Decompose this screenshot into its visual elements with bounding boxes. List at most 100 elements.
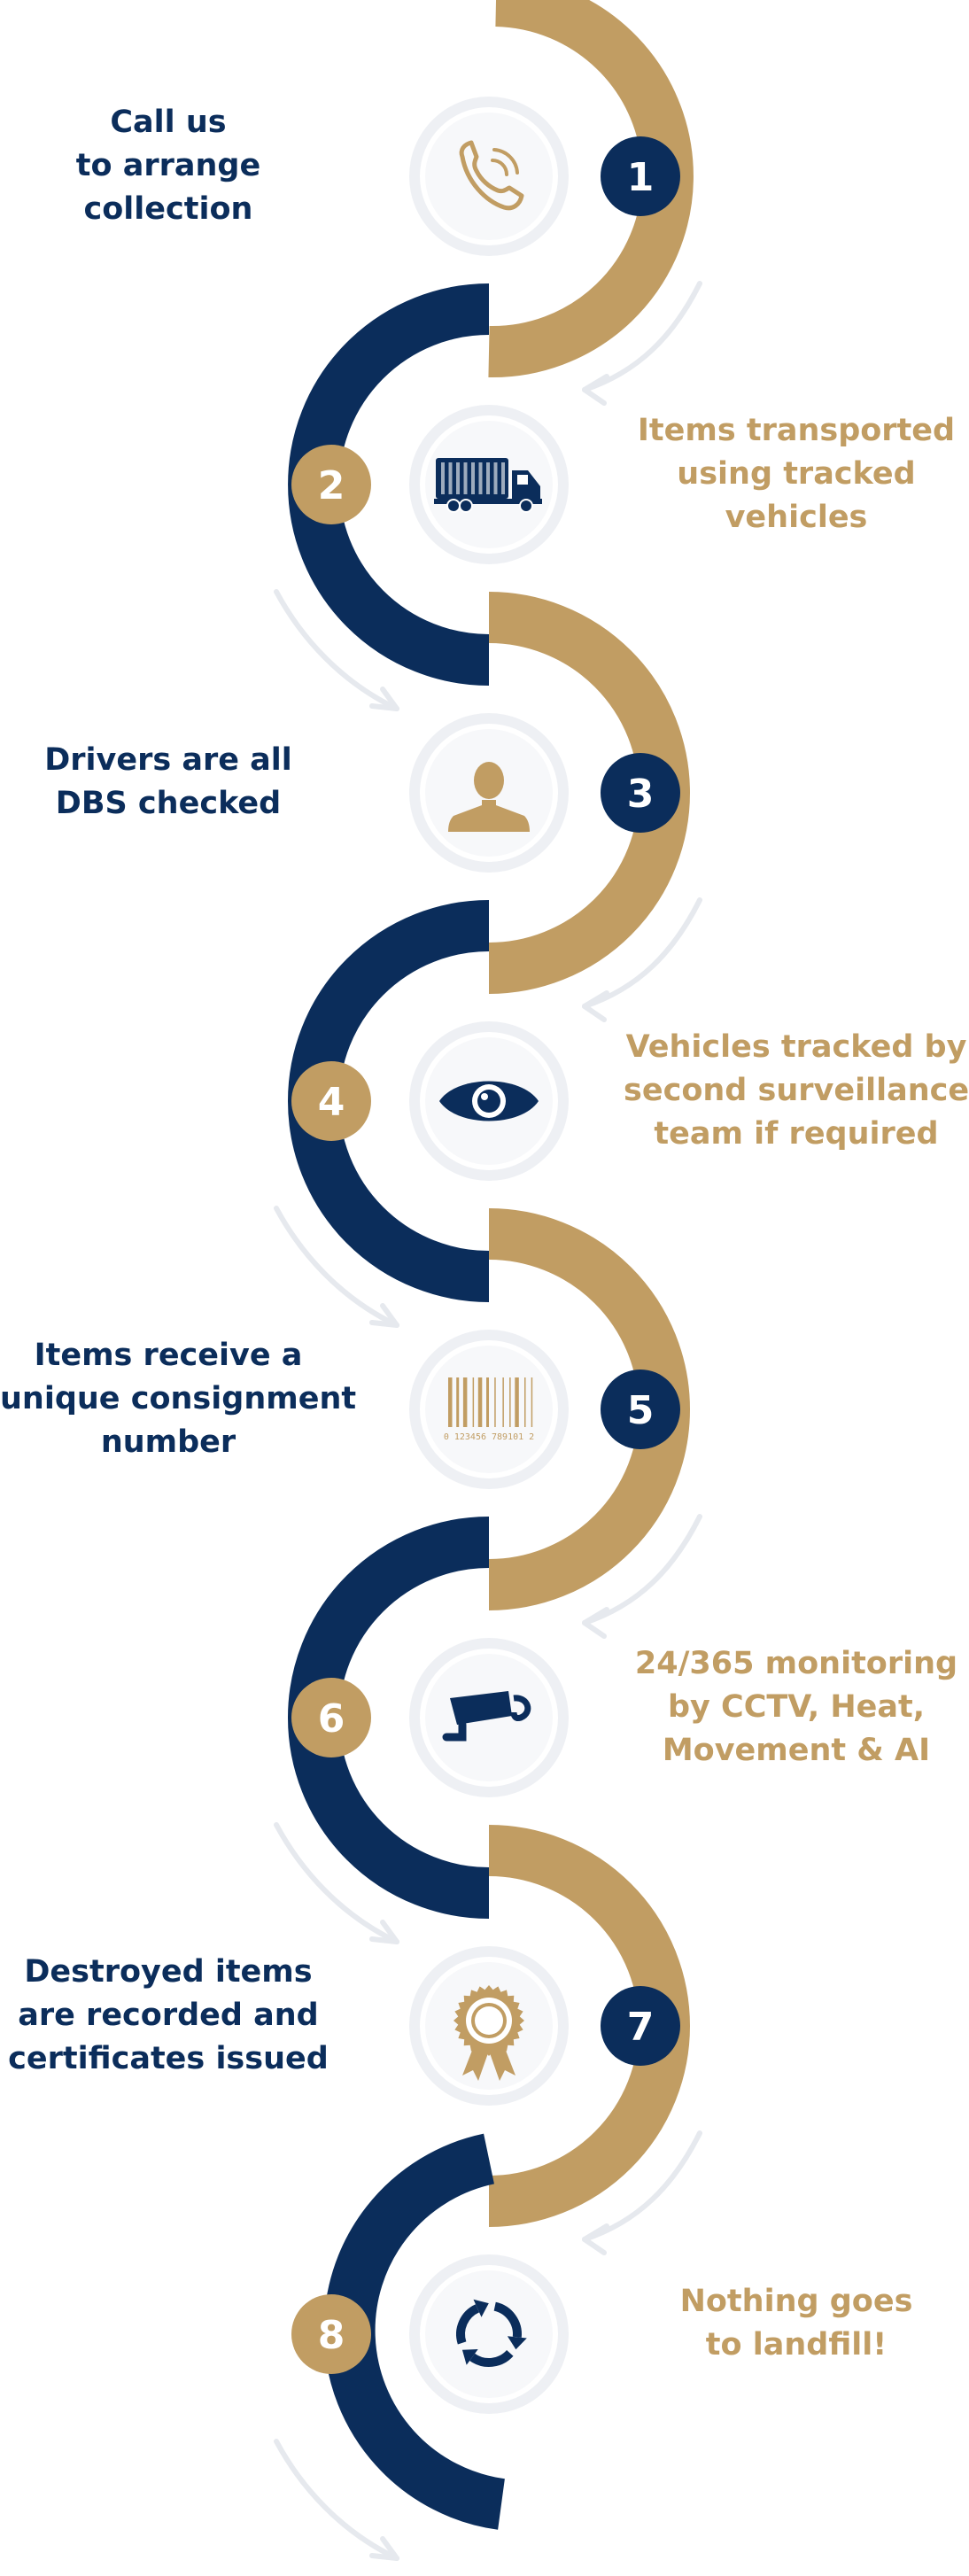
flow-arrow-8 [274, 2439, 399, 2561]
arrow-shaft [274, 1206, 399, 1328]
barcode-bar [456, 1377, 460, 1427]
truck-wheel [459, 499, 473, 513]
truck-rib [478, 462, 483, 494]
caption-line: Nothing goes [679, 2284, 913, 2319]
barcode-bar [515, 1377, 519, 1427]
step-number: 2 [318, 463, 345, 508]
step-number-badge [291, 1061, 371, 1141]
caption-line: DBS checked [55, 786, 282, 821]
barcode-bar [448, 1377, 453, 1427]
camera-body [450, 1691, 512, 1725]
step-number-badge [601, 136, 680, 216]
barcode-bar [509, 1377, 511, 1427]
arrow-head [369, 1320, 399, 1328]
recycle-arc [493, 2301, 522, 2338]
icon-circle-inner [425, 2270, 553, 2398]
barcode-bar [486, 1377, 489, 1427]
flow-arrow-3 [582, 897, 702, 1022]
caption-line: Items receive a [34, 1337, 303, 1373]
caption-line: Items transported [637, 412, 956, 448]
truck-window [517, 475, 528, 485]
eye-pupil [477, 1090, 500, 1113]
step-3: 3 [409, 713, 680, 873]
step-number: 8 [318, 2313, 345, 2358]
arrow-head [582, 1620, 607, 1639]
person-shoulders [448, 800, 530, 832]
arrow-head [369, 2553, 399, 2561]
barcode-bar [494, 1377, 496, 1427]
truck-rib [463, 462, 468, 494]
step-number: 4 [318, 1080, 345, 1125]
caption-line: vehicles [725, 499, 868, 535]
caption-line: Drivers are all [44, 742, 292, 778]
truck-wheel [446, 499, 461, 513]
caption-line: number [100, 1424, 236, 1460]
step-number-badge [291, 445, 371, 524]
truck-wheel [519, 499, 533, 513]
caption-line: collection [83, 190, 253, 227]
step-1: 1 [409, 97, 680, 256]
caption-line: by CCTV, Heat, [667, 1688, 926, 1725]
recycle-arrowhead [507, 2336, 527, 2350]
caption-line: 24/365 monitoring [634, 1645, 958, 1681]
arrow-shaft [582, 1514, 702, 1626]
barcode-bar [472, 1377, 475, 1427]
recycle-arrowhead [461, 2349, 478, 2365]
truck-rib [448, 462, 453, 494]
step-8: 8 [291, 2254, 569, 2414]
person-icon [448, 762, 530, 832]
step-number-badge [601, 1369, 680, 1449]
arrow-head [582, 990, 609, 1009]
barcode-bar [502, 1377, 504, 1427]
barcode-icon: 0 123456 789101 2 [444, 1377, 534, 1442]
caption-line: to landfill! [705, 2327, 888, 2363]
arrow-head [582, 1607, 609, 1626]
step-number: 7 [627, 2005, 655, 2050]
arrow-head [582, 1004, 607, 1022]
person-head [474, 762, 504, 799]
caption-line: Call us [110, 104, 227, 140]
arrow-head [380, 1303, 399, 1328]
truck-rib [456, 462, 460, 494]
eye-icon [439, 1081, 539, 1121]
flow-arrow-7 [582, 2130, 702, 2255]
truck-rib [486, 462, 490, 494]
flow-arrow-2 [274, 589, 399, 711]
arrow-shaft [582, 2130, 702, 2242]
step-number-badge [291, 2294, 371, 2374]
arrow-head [380, 2536, 399, 2561]
flow-arrows [274, 281, 702, 2561]
step-2: 2 [291, 405, 569, 564]
recycle-arc [469, 2349, 514, 2367]
cctv-camera-icon [442, 1691, 531, 1742]
truck-rib [441, 462, 445, 494]
flow-arrow-6 [274, 1822, 399, 1944]
arrow-head [380, 1920, 399, 1944]
barcode-bar [531, 1377, 533, 1427]
caption-line: to arrange [75, 147, 261, 183]
truck-rib [501, 462, 505, 494]
caption-line: unique consignment [0, 1380, 357, 1416]
barcode-bar [524, 1377, 526, 1427]
signal-wave [492, 148, 519, 175]
arrow-head [582, 2223, 609, 2242]
phone-handset [459, 140, 524, 211]
truck-chassis [434, 499, 542, 504]
step-5: 0 123456 789101 25 [409, 1330, 680, 1489]
recycle-arrowhead [473, 2299, 489, 2317]
step-7: 7 [409, 1946, 680, 2106]
step-caption-1: Call us to arrange collection [0, 101, 337, 231]
step-6: 6 [291, 1638, 569, 1797]
arrow-shaft [582, 281, 702, 392]
caption-line: second surveillance [624, 1072, 969, 1108]
caption-line: are recorded and [18, 1997, 319, 2033]
arrow-shaft [274, 1822, 399, 1944]
step-number: 6 [318, 1696, 345, 1742]
arrow-head [369, 1936, 399, 1944]
caption-line: team if required [654, 1115, 939, 1152]
